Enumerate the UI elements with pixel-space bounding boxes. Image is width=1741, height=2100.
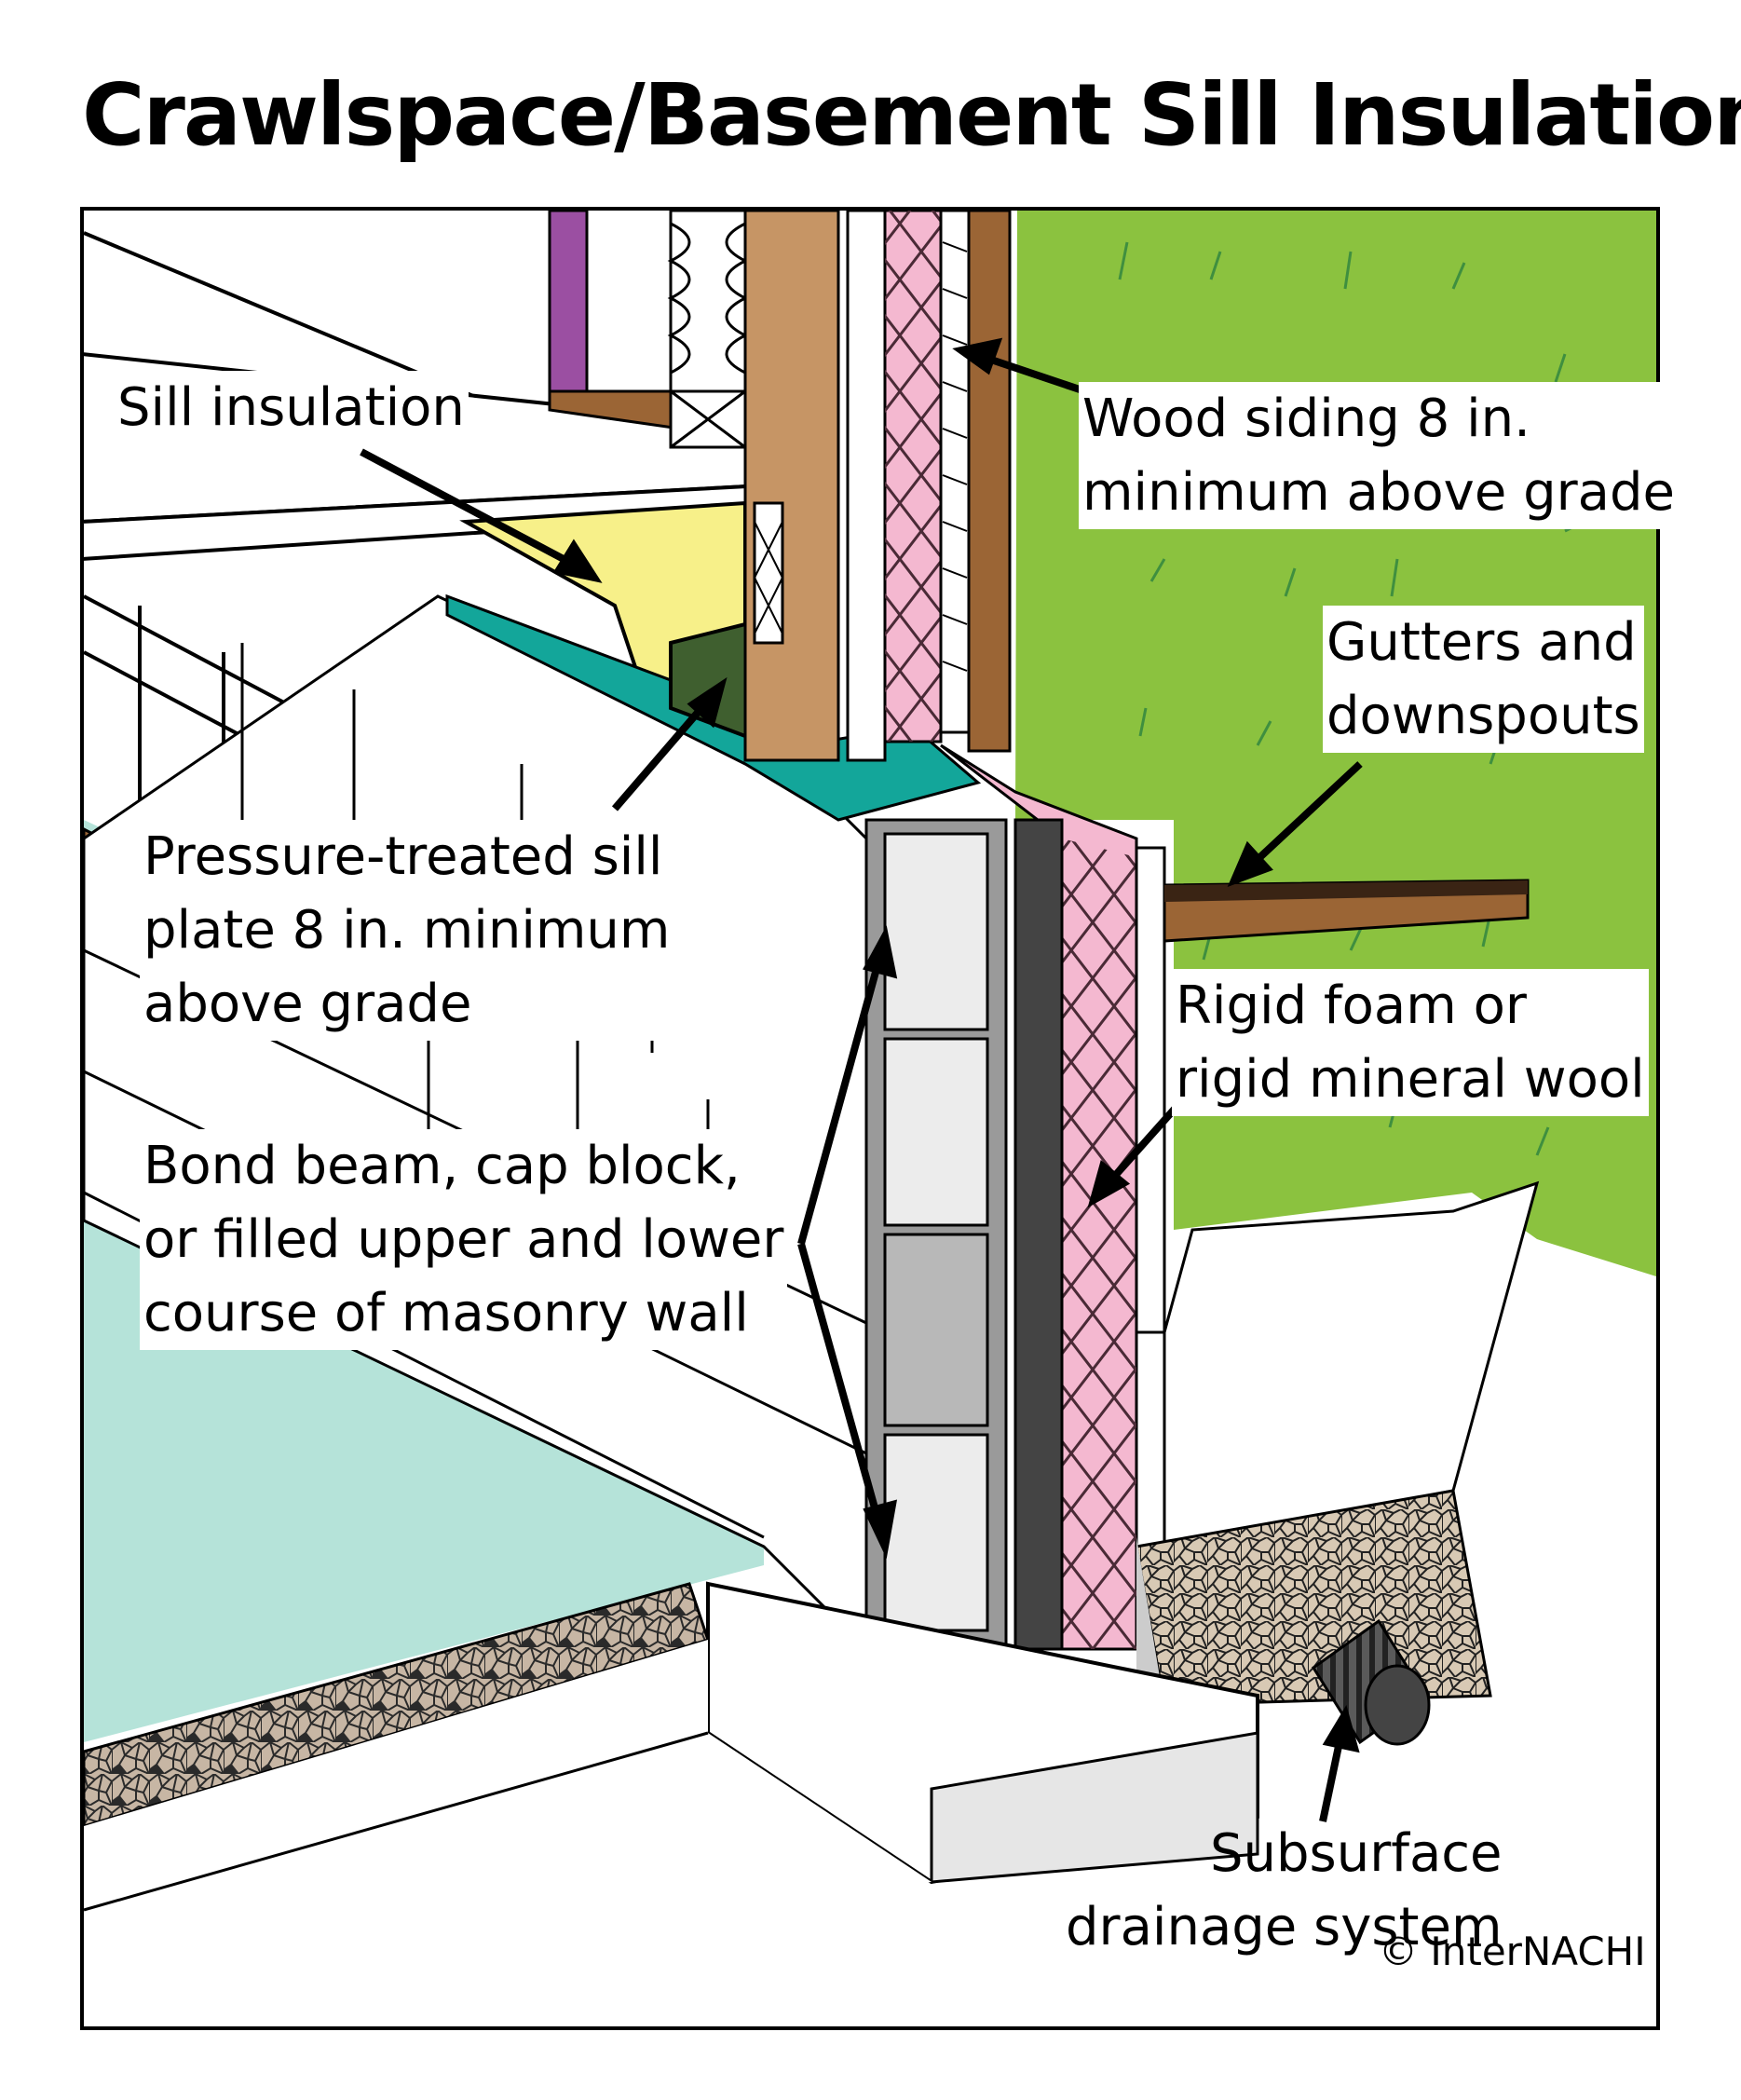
- label-rigid-foam-line-1: Rigid foam or: [1176, 975, 1527, 1036]
- label-drainage-line-1: Subsurface: [1209, 1823, 1503, 1884]
- label-gutters-line-2: downspouts: [1326, 686, 1640, 746]
- label-sill-plate-line-3: above grade: [143, 974, 472, 1034]
- label-sill-plate-line-2: plate 8 in. minimum: [143, 900, 671, 961]
- label-drainage: Subsurface drainage system: [1062, 1817, 1506, 1964]
- arrow-bond-beam-lower: [797, 1242, 884, 1530]
- label-wood-siding: Wood siding 8 in. minimum above grade: [1079, 382, 1679, 529]
- label-sill-plate-line-1: Pressure-treated sill: [143, 826, 663, 887]
- label-bond-beam: Bond beam, cap block, or filled upper an…: [140, 1129, 788, 1350]
- label-rigid-foam-line-2: rigid mineral wool: [1176, 1049, 1645, 1110]
- label-drainage-line-2: drainage system: [1066, 1897, 1503, 1957]
- arrow-sill-insulation: [360, 448, 579, 570]
- label-wood-siding-line-2: minimum above grade: [1082, 462, 1675, 523]
- label-sill-insulation: Sill insulation: [114, 371, 469, 444]
- copyright-credit: © InterNACHI: [1379, 1929, 1646, 1974]
- label-bond-beam-line-1: Bond beam, cap block,: [143, 1136, 741, 1196]
- arrow-bond-beam-upper: [797, 953, 884, 1246]
- arrow-wood-siding: [978, 352, 1087, 395]
- arrow-sill-plate: [611, 698, 712, 811]
- label-sill-plate: Pressure-treated sill plate 8 in. minimu…: [140, 820, 674, 1041]
- purple-wall-layer: [548, 209, 589, 399]
- label-gutters-line-1: Gutters and: [1326, 612, 1637, 673]
- label-bond-beam-line-2: or filled upper and lower: [143, 1209, 784, 1270]
- label-bond-beam-line-3: course of masonry wall: [143, 1283, 749, 1343]
- arrow-gutters: [1247, 761, 1363, 869]
- wood-sheathing: [743, 209, 840, 762]
- label-rigid-foam: Rigid foam or rigid mineral wool: [1172, 969, 1649, 1116]
- arrow-rigid-foam: [1104, 1097, 1186, 1188]
- label-wood-siding-line-1: Wood siding 8 in.: [1082, 389, 1530, 449]
- drain-pipe: [1311, 1618, 1431, 1746]
- label-sill-insulation-line: Sill insulation: [117, 377, 465, 438]
- label-gutters: Gutters and downspouts: [1323, 606, 1644, 753]
- diagram-title: Crawlspace/Basement Sill Insulation: [82, 65, 1741, 165]
